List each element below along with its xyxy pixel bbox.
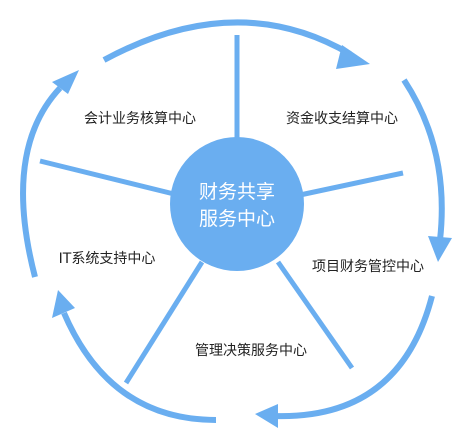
arrowhead-left [52,70,79,94]
hub-title-line2: 服务中心 [199,208,275,230]
arrowhead-top [336,45,370,69]
spoke-lower-right [275,260,355,370]
node-label-funds-settlement: 资金收支结算中心 [286,111,398,127]
spoke-upper-right [299,170,404,198]
spoke-upper-left [39,158,175,197]
node-label-it-support: IT系统支持中心 [59,251,156,267]
cycle-arrows [20,19,452,428]
spokes [39,35,404,385]
arrowhead-bottom [255,404,278,428]
arrowhead-lower-left [52,290,75,318]
arrow-bottom [255,295,435,428]
node-labels: 会计业务核算中心 资金收支结算中心 项目财务管控中心 管理决策服务中心 IT系统… [59,111,424,359]
arrow-top [102,19,370,69]
node-label-project-control: 项目财务管控中心 [312,259,424,275]
spoke-lower-left [123,260,205,385]
arrowhead-right [428,236,452,262]
arrow-lower-left [52,290,217,423]
arrow-right [401,78,452,262]
hub-title-line1: 财务共享 [199,181,275,203]
arrow-left [20,70,79,278]
node-label-decision-service: 管理决策服务中心 [195,342,307,359]
node-label-accounting: 会计业务核算中心 [84,111,196,127]
hub: 财务共享 服务中心 [170,137,304,271]
hub-circle [170,137,304,271]
